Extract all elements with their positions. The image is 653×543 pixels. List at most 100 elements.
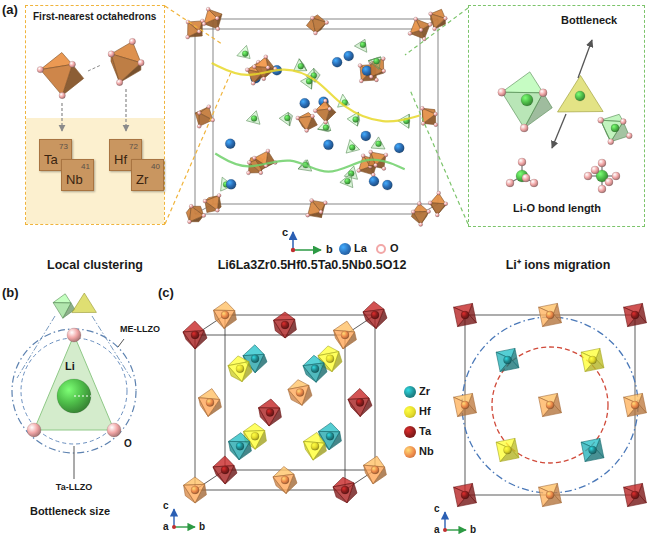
oxygen-atom [206, 7, 210, 11]
oxygen-atom [369, 75, 373, 79]
zoom-line [410, 90, 468, 224]
box-heading: First-nearest octahedrons [33, 11, 156, 23]
cation-octahedron [496, 348, 519, 371]
zoom-line [405, 8, 468, 55]
panel-label: (c) [158, 286, 174, 301]
box-heading: Li-O bond length [513, 202, 601, 215]
lithium-atom [57, 379, 91, 413]
lithium-atom [323, 125, 329, 131]
lanthanum-atom [332, 57, 342, 67]
cation-octahedron [214, 302, 237, 329]
lithium-atom [284, 115, 290, 121]
li-tetrahedron [558, 76, 604, 113]
polyhedron-face [371, 137, 385, 149]
octahedron [313, 99, 335, 124]
lanthanum-atom [344, 51, 354, 61]
oxygen-atom [498, 88, 506, 96]
polyhedron-face [304, 441, 325, 460]
polyhedron-face [40, 64, 72, 95]
oxygen-atom [59, 92, 65, 98]
migration-arrow [552, 114, 566, 148]
li-polyhedron [246, 111, 260, 125]
pointer-arrow [61, 103, 62, 131]
unit-cell-edge [438, 19, 439, 204]
oxygen-atom [539, 89, 547, 97]
oxygen-atom [608, 139, 614, 145]
lanthanum-atom [226, 179, 236, 189]
polyhedron-face [624, 307, 639, 326]
lanthanum-atom [361, 131, 371, 141]
atom-label: O [124, 438, 132, 450]
oxygen-atom [358, 64, 362, 68]
axis-label: a [163, 521, 169, 533]
unit-cell-edge [213, 19, 438, 20]
polyhedron-face [348, 398, 369, 416]
cation-atom [221, 466, 229, 474]
polyhedron-face [359, 156, 371, 171]
legend-text: O [390, 242, 399, 255]
axis-arrow [444, 512, 445, 530]
callout-box: First-nearest octahedrons73Ta41Nb72Hf40Z… [25, 5, 165, 225]
cation-atom [631, 491, 639, 499]
lithium-atom [376, 141, 382, 147]
cation-octahedron [273, 467, 297, 494]
oxygen-atom [428, 201, 432, 205]
polyhedron-face [363, 309, 384, 328]
cation-atom [266, 409, 274, 417]
oxygen-atom [107, 423, 121, 437]
legend-swatch [404, 426, 416, 438]
cation-octahedron [228, 356, 252, 382]
polyhedron-face [214, 302, 235, 311]
legend-swatch [404, 386, 416, 398]
legend-text: Nb [419, 445, 434, 458]
cation-atom [326, 355, 334, 363]
polyhedron-face [318, 119, 331, 130]
polyhedron-face [308, 200, 321, 215]
leader-line [118, 339, 124, 347]
cation-octahedron [581, 438, 604, 461]
polyhedron-face [274, 319, 295, 338]
cation-octahedron [334, 321, 357, 349]
octahedron [296, 113, 318, 133]
cation-octahedron [304, 432, 327, 460]
zoom-line [165, 70, 232, 224]
polyhedron-face [213, 456, 234, 467]
axis-label: c [282, 226, 288, 239]
polyhedron-face [294, 59, 307, 71]
oxygen-atom [433, 112, 437, 116]
cation-atom [206, 399, 214, 407]
lithium-atom [344, 178, 350, 184]
cation-atom [504, 356, 512, 364]
oxygen-atom [313, 109, 317, 113]
oxygen-atom [252, 65, 256, 69]
oxygen-atom [437, 191, 441, 195]
oxygen-atom [247, 160, 251, 164]
cation-octahedron [333, 477, 357, 503]
polyhedron-face [229, 441, 250, 459]
circle-label: ME-LLZO [120, 324, 160, 334]
oxygen-atom [361, 154, 365, 158]
oxygen-atom [262, 77, 266, 81]
callout-box: BottleneckLi-O bond length [468, 5, 645, 227]
oxygen-atom [612, 172, 620, 180]
octahedron [369, 57, 386, 79]
oxygen-atom [325, 20, 329, 24]
cation-atom [281, 321, 289, 329]
polyhedron-face [354, 39, 366, 52]
oxygen-atom [429, 12, 433, 16]
oxygen-atom [266, 149, 270, 153]
lithium-atom [374, 58, 380, 64]
cluster-circle [492, 347, 608, 463]
cation-atom [236, 365, 244, 373]
polyhedron-face [581, 442, 596, 461]
polyhedron-face [624, 397, 639, 416]
polyhedron-face [228, 362, 249, 382]
oxygen-atom [202, 22, 206, 26]
unit-cell-edge [345, 335, 346, 490]
oxygen-atom [428, 23, 432, 27]
lithium-atom [521, 94, 533, 106]
oxygen-atom [384, 153, 388, 157]
oxygen-atom [598, 159, 606, 167]
oxygen-atom [245, 68, 249, 72]
cation-atom [251, 355, 259, 363]
